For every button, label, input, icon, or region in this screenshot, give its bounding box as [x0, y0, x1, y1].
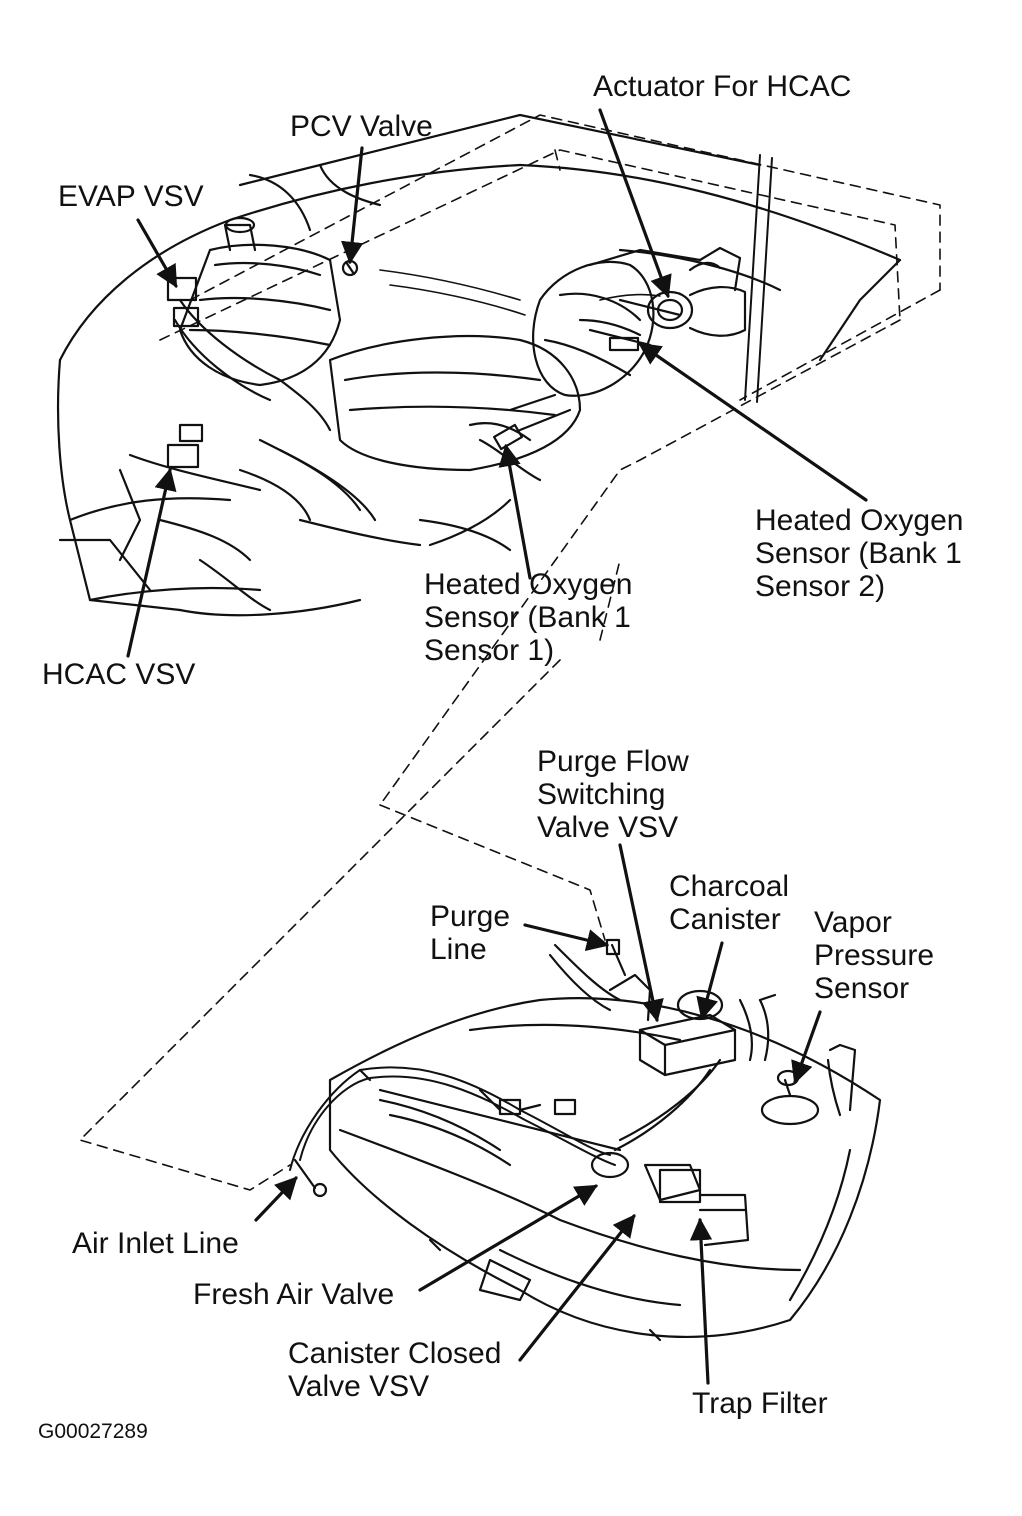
label-trap-filter: Trap Filter — [692, 1387, 828, 1420]
arrow-purge-flow-vsv — [618, 843, 664, 1023]
label-vapor-pressure-sensor: Vapor Pressure Sensor — [814, 906, 935, 1005]
fuel-tank-drawing — [289, 938, 882, 1342]
arrow-actuator-hcac — [598, 108, 672, 299]
label-actuator-for-hcac: Actuator For HCAC — [593, 70, 852, 103]
label-purge-line: Purge Line — [430, 900, 511, 966]
arrow-hcac-vsv — [126, 467, 177, 658]
arrow-air-inlet-line — [254, 1176, 298, 1222]
leader-arrows — [126, 108, 868, 1385]
label-ho2s-bank1-sensor2: Heated Oxygen Sensor (Bank 1 Sensor 2) — [755, 504, 964, 603]
dashed-outline — [79, 114, 941, 1191]
label-charcoal-canister: Charcoal Canister — [669, 870, 790, 936]
arrow-trap-filter — [689, 1217, 713, 1385]
label-hcac-vsv: HCAC VSV — [42, 658, 196, 691]
arrow-canister-closed-vsv — [518, 1214, 636, 1362]
label-canister-closed-valve-vsv: Canister Closed Valve VSV — [288, 1337, 502, 1403]
arrow-charcoal-canister — [696, 941, 724, 1021]
label-pcv-valve: PCV Valve — [290, 110, 433, 143]
label-purge-flow-switching-valve-vsv: Purge Flow Switching Valve VSV — [537, 745, 689, 844]
label-fresh-air-valve: Fresh Air Valve — [193, 1278, 395, 1311]
arrow-ho2s-sensor2 — [638, 342, 868, 502]
figure-code: G00027289 — [38, 1420, 148, 1443]
label-evap-vsv: EVAP VSV — [58, 180, 204, 213]
label-ho2s-bank1-sensor1: Heated Oxygen Sensor (Bank 1 Sensor 1) — [424, 568, 633, 667]
engine-bay-drawing — [56, 113, 902, 617]
arrow-ho2s-sensor1 — [498, 443, 532, 580]
arrow-purge-line — [523, 923, 610, 952]
arrow-pcv-valve — [340, 146, 364, 265]
label-air-inlet-line: Air Inlet Line — [72, 1227, 239, 1260]
arrow-fresh-air-valve — [418, 1184, 598, 1292]
arrow-vapor-pressure-sensor — [791, 1010, 822, 1085]
arrow-evap-vsv — [136, 218, 178, 288]
